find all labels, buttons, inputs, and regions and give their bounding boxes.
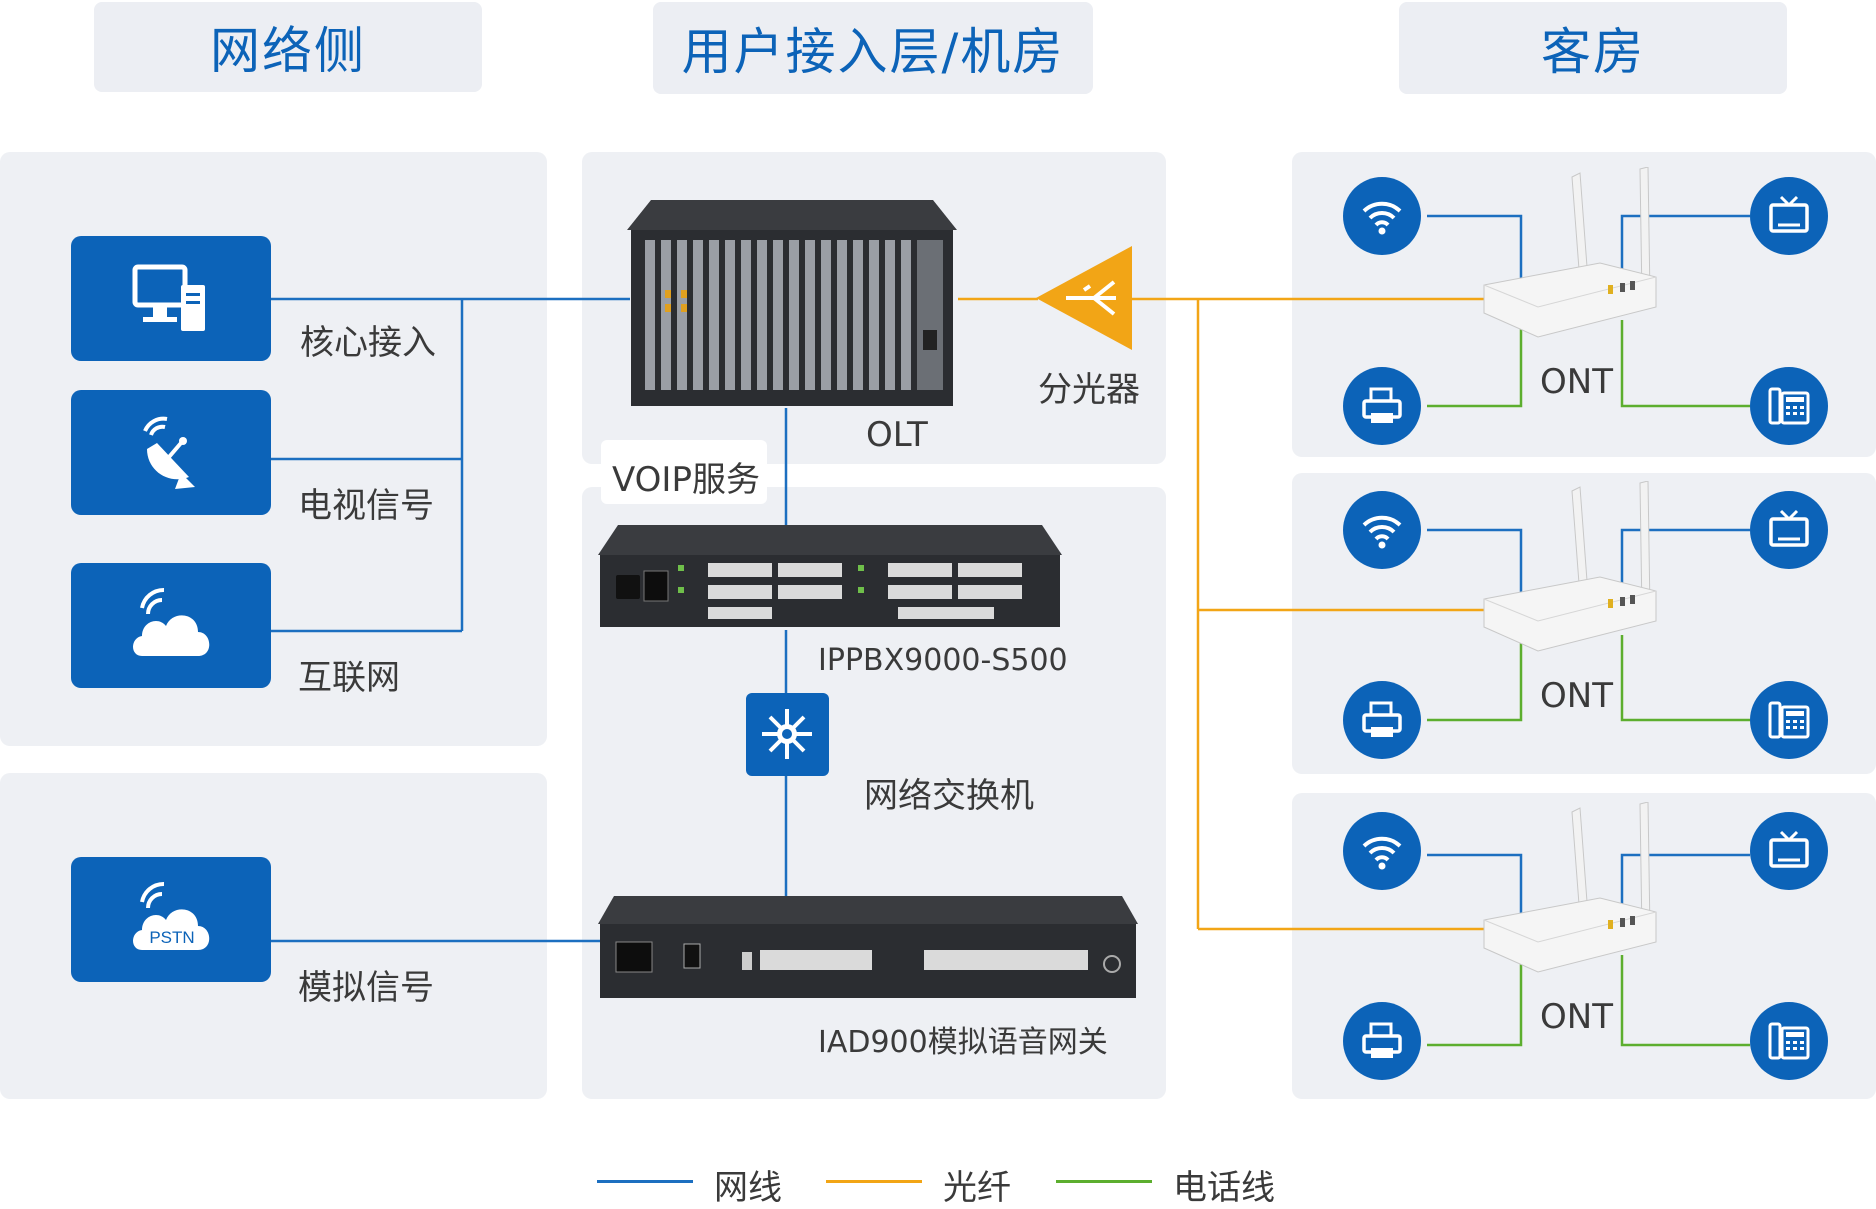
tv-circle (1750, 177, 1828, 255)
printer-circle (1343, 367, 1421, 445)
core-access-label: 核心接入 (300, 323, 436, 363)
switch-label: 网络交换机 (864, 776, 1034, 816)
telephone-icon (1766, 383, 1812, 429)
ippbx-label: IPPBX9000-S500 (818, 643, 1068, 678)
tv-icon (1766, 507, 1812, 553)
printer-circle (1343, 681, 1421, 759)
ont-router (1480, 801, 1660, 996)
splitter-icon (1036, 246, 1132, 350)
cloud-icon (133, 587, 210, 656)
computer-icon (132, 264, 205, 331)
ont-router (1480, 480, 1660, 675)
tv-circle (1750, 491, 1828, 569)
wifi-icon (1359, 828, 1405, 874)
ont-router (1480, 166, 1660, 361)
splitter-device (1036, 246, 1132, 350)
telephone-icon (1766, 697, 1812, 743)
tv-icon (1766, 193, 1812, 239)
ont-label: ONT (1540, 997, 1613, 1037)
printer-icon (1359, 1018, 1405, 1064)
telephone-circle (1750, 367, 1828, 445)
legend-label-phone: 电话线 (1173, 1168, 1275, 1208)
legend-line-network (597, 1180, 693, 1183)
telephone-circle (1750, 1002, 1828, 1080)
analog-signal-label: 模拟信号 (298, 968, 434, 1008)
internet-box (71, 563, 271, 688)
pstn-cloud-icon: PSTN (133, 881, 210, 950)
wifi-circle (1343, 812, 1421, 890)
wifi-circle (1343, 491, 1421, 569)
ont-label: ONT (1540, 362, 1613, 402)
legend-line-phone (1056, 1180, 1152, 1183)
wifi-icon (1359, 193, 1405, 239)
header-network-side: 网络侧 (94, 2, 482, 92)
iad-device (598, 896, 1138, 1000)
tv-signal-box (71, 390, 271, 515)
header-guest-room: 客房 (1399, 2, 1787, 94)
printer-icon (1359, 697, 1405, 743)
wifi-icon (1359, 507, 1405, 553)
switch-icon (762, 709, 812, 759)
wifi-circle (1343, 177, 1421, 255)
internet-label: 互联网 (298, 658, 400, 698)
printer-circle (1343, 1002, 1421, 1080)
tv-icon (1766, 828, 1812, 874)
legend-line-fiber (826, 1180, 922, 1183)
tv-signal-label: 电视信号 (298, 486, 434, 526)
iad-label: IAD900模拟语音网关 (818, 1025, 1108, 1060)
voip-tag (601, 440, 767, 504)
printer-icon (1359, 383, 1405, 429)
pstn-badge: PSTN (149, 928, 194, 947)
telephone-icon (1766, 1018, 1812, 1064)
ippbx-device (598, 525, 1062, 630)
legend-label-fiber: 光纤 (943, 1168, 1011, 1208)
satellite-dish-icon (143, 416, 195, 489)
pstn-box: PSTN (71, 857, 271, 982)
legend-label-network: 网线 (714, 1168, 782, 1208)
olt-device (627, 200, 957, 410)
voip-label: VOIP服务 (612, 460, 760, 500)
tv-circle (1750, 812, 1828, 890)
header-access-layer: 用户接入层/机房 (653, 2, 1093, 94)
splitter-label: 分光器 (1038, 370, 1140, 410)
telephone-circle (1750, 681, 1828, 759)
olt-label: OLT (866, 415, 928, 455)
core-access-box (71, 236, 271, 361)
ont-label: ONT (1540, 676, 1613, 716)
switch-device (746, 693, 829, 776)
